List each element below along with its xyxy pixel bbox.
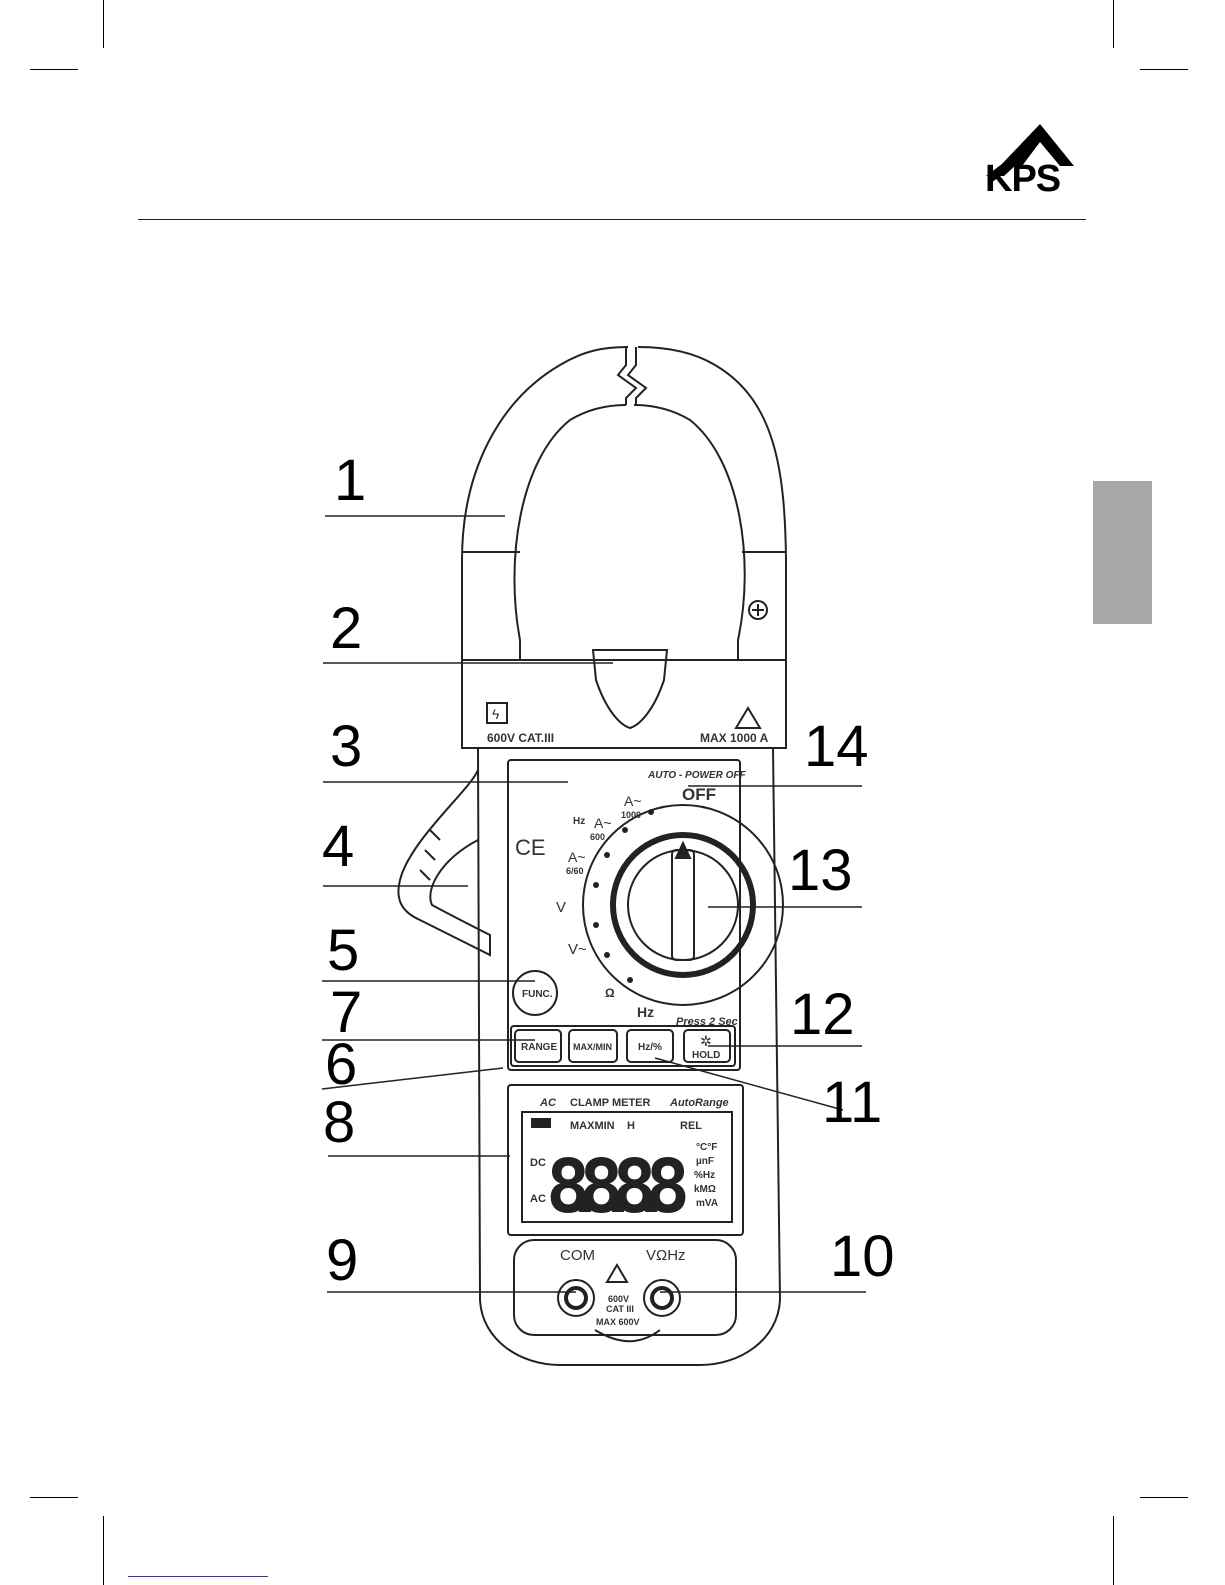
dial-pointer	[672, 850, 694, 960]
lcd-unit-cap: µnF	[696, 1156, 714, 1167]
rating-cat: CAT III	[606, 1304, 634, 1314]
ce-mark: CE	[515, 835, 546, 860]
func-button[interactable]: FUNC.	[522, 989, 553, 1000]
lcd-header-ac: AC	[539, 1097, 557, 1109]
trigger-lever	[398, 770, 490, 955]
bottom-link-underline	[128, 1576, 268, 1577]
jaw-left-label: 600V CAT.III	[487, 731, 554, 745]
com-label: COM	[560, 1247, 595, 1264]
callout-4: 4	[322, 818, 354, 876]
vohm-jack	[644, 1280, 680, 1316]
vohm-label: VΩHz	[646, 1247, 686, 1264]
callout-14: 14	[804, 718, 869, 776]
clamp-jaw-inner	[514, 405, 744, 640]
dial-a1000-label: A~	[624, 793, 642, 809]
dial-a600-label: A~	[594, 815, 612, 831]
dial-a1000-sub: 1000	[621, 810, 641, 820]
callout-5: 5	[327, 922, 359, 980]
dial-off-label: OFF	[682, 785, 716, 804]
lcd-dc: DC	[530, 1157, 546, 1169]
lightning-icon: ϟ	[492, 706, 500, 722]
lcd-unit-res: kMΩ	[694, 1184, 716, 1195]
lcd-maxmin: MAXMIN	[570, 1120, 615, 1132]
dial-a600-sub: 600	[590, 832, 605, 842]
maxmin-button[interactable]: MAX/MIN	[573, 1042, 612, 1052]
lcd-unit-va: mVA	[696, 1198, 718, 1209]
jaw-right-label: MAX 1000 A	[700, 731, 769, 745]
callout-1: 1	[334, 452, 366, 510]
dial-vac-label: V~	[568, 941, 587, 958]
rating-max: MAX 600V	[596, 1317, 640, 1327]
callout-12: 12	[790, 986, 855, 1044]
rating-600v: 600V	[608, 1294, 629, 1304]
auto-power-off-label: AUTO - POWER OFF	[647, 770, 746, 781]
dial-vdc-label: V	[556, 899, 566, 916]
lcd-h: H	[627, 1120, 635, 1132]
hold-symbol-icon: ✲	[700, 1033, 712, 1049]
range-button[interactable]: RANGE	[521, 1042, 557, 1053]
warning-triangle-icon	[736, 708, 760, 728]
lcd-ac: AC	[530, 1193, 546, 1205]
dial-hz-small-label: Hz	[573, 816, 585, 827]
hold-button[interactable]: HOLD	[692, 1050, 720, 1061]
dial-a660-sub: 6/60	[566, 866, 584, 876]
lcd-header-auto: AutoRange	[669, 1097, 729, 1109]
callout-3: 3	[330, 718, 362, 776]
callout-8: 8	[323, 1094, 355, 1152]
callout-2: 2	[330, 600, 362, 658]
hz-pct-button[interactable]: Hz/%	[638, 1042, 662, 1053]
dial-ohm-label: Ω	[605, 986, 615, 1000]
dial-a660-label: A~	[568, 849, 586, 865]
lcd-digits: 8.8.8.8	[546, 1144, 690, 1230]
com-jack	[558, 1280, 594, 1316]
lcd-battery-bar	[531, 1118, 551, 1128]
callout-11: 11	[822, 1074, 882, 1132]
callout-10: 10	[830, 1228, 895, 1286]
callout-6: 6	[325, 1036, 357, 1094]
dial-hz-label: Hz	[637, 1004, 654, 1020]
lcd-rel: REL	[680, 1120, 702, 1132]
press-2-sec-label: Press 2 Sec	[676, 1016, 738, 1028]
lcd-unit-temp: °C°F	[696, 1142, 717, 1153]
callout-9: 9	[326, 1232, 358, 1290]
jaw-trigger	[593, 650, 667, 728]
lcd-unit-freq: %Hz	[694, 1170, 715, 1181]
lcd-header-title: CLAMP METER	[570, 1097, 651, 1109]
callout-13: 13	[788, 842, 853, 900]
